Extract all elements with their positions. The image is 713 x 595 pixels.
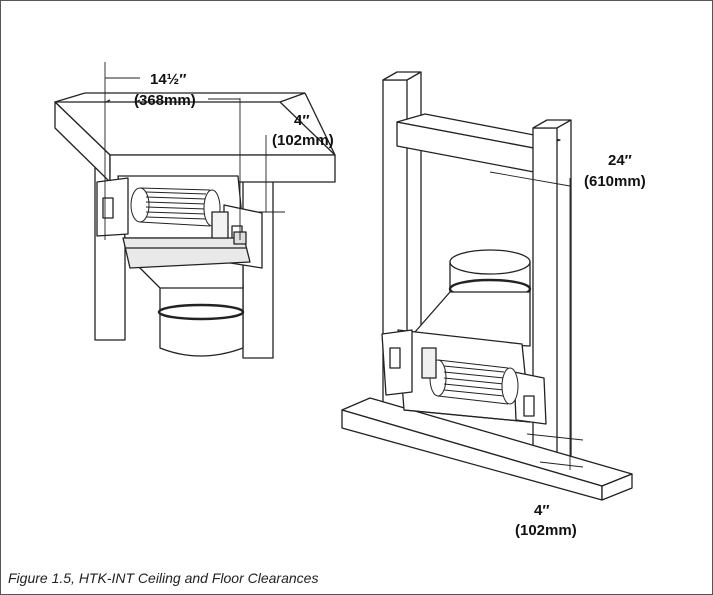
ceiling-beam [54, 92, 336, 183]
ceiling-install [54, 62, 336, 359]
floor-install [341, 71, 633, 501]
ceiling-width-mm: (368mm) [134, 92, 196, 109]
figure-caption: Figure 1.5, HTK-INT Ceiling and Floor Cl… [8, 570, 319, 586]
floor-clearance-in: 4″ [534, 502, 550, 519]
ceiling-clearance-in: 4″ [294, 112, 310, 129]
floor-clearance-mm: (102mm) [515, 522, 577, 539]
ceiling-dimension-lines [104, 62, 285, 240]
ceiling-blower-wheel [130, 187, 221, 227]
floor-header-beam [396, 113, 561, 173]
floor-blower-unit [381, 329, 547, 425]
ceiling-clearance-mm: (102mm) [272, 132, 334, 149]
ceiling-width-in: 14½″ [150, 71, 186, 88]
floor-duct [407, 249, 532, 347]
floor-height-mm: (610mm) [584, 173, 646, 190]
ceiling-duct [129, 257, 245, 357]
floor-dimension-lines [489, 171, 584, 470]
floor-height-in: 24″ [608, 152, 632, 169]
